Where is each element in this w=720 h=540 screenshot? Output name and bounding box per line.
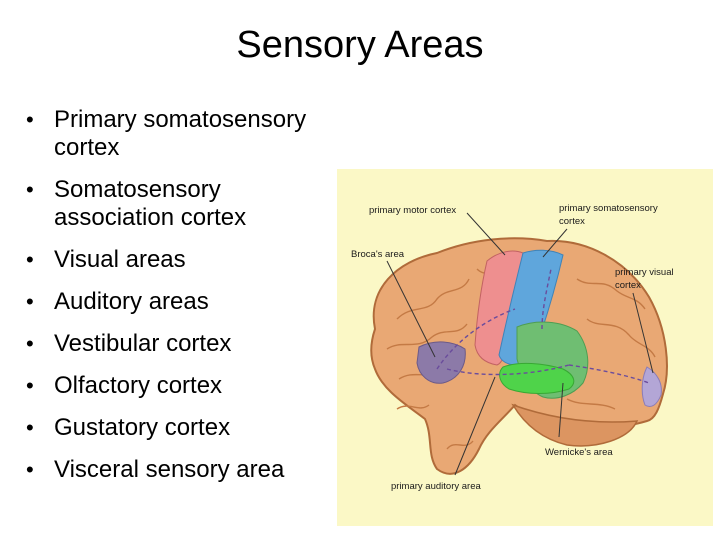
bullet-dot-icon: • bbox=[26, 415, 34, 440]
bullet-item: • Visual areas bbox=[22, 246, 342, 274]
bullet-item: • Somatosensory association cortex bbox=[22, 176, 342, 232]
bullet-dot-icon: • bbox=[26, 457, 34, 482]
bullet-dot-icon: • bbox=[26, 247, 34, 272]
label-primary-somatosensory-line1: primary somatosensory bbox=[559, 203, 658, 214]
bullet-item: • Gustatory cortex bbox=[22, 414, 342, 442]
brain-gyri bbox=[386, 268, 656, 450]
label-brocas-area: Broca's area bbox=[351, 249, 405, 260]
label-primary-visual-line2: cortex bbox=[615, 280, 641, 291]
label-primary-auditory-area: primary auditory area bbox=[391, 481, 481, 492]
bullet-item: • Auditory areas bbox=[22, 288, 342, 316]
bullet-text: Vestibular cortex bbox=[54, 330, 232, 357]
brain-illustration: primary motor cortex primary somatosenso… bbox=[351, 203, 674, 492]
auditory-area-region bbox=[499, 362, 575, 394]
bullet-text: Auditory areas bbox=[54, 288, 209, 315]
label-primary-motor-cortex: primary motor cortex bbox=[369, 205, 456, 216]
bullet-text: Visual areas bbox=[54, 246, 186, 273]
bullet-dot-icon: • bbox=[26, 107, 34, 132]
bullet-text: Somatosensory association cortex bbox=[54, 176, 247, 231]
label-primary-somatosensory-line2: cortex bbox=[559, 216, 585, 227]
bullet-text: Visceral sensory area bbox=[54, 456, 285, 483]
bullet-item: • Olfactory cortex bbox=[22, 372, 342, 400]
bullet-dot-icon: • bbox=[26, 331, 34, 356]
pathway-arrows bbox=[436, 268, 650, 384]
brain-diagram: primary motor cortex primary somatosenso… bbox=[337, 169, 713, 526]
bullet-dot-icon: • bbox=[26, 373, 34, 398]
label-primary-visual-line1: primary visual bbox=[615, 267, 674, 278]
bullet-dot-icon: • bbox=[26, 289, 34, 314]
bullet-item: • Primary somatosensory cortex bbox=[22, 106, 342, 162]
leader-lines bbox=[386, 212, 654, 476]
bullet-text: Gustatory cortex bbox=[54, 414, 231, 441]
bullet-item: • Visceral sensory area bbox=[22, 456, 342, 484]
slide-title: Sensory Areas bbox=[236, 24, 484, 66]
bullet-text: Primary somatosensory cortex bbox=[54, 106, 307, 161]
bullet-list: • Primary somatosensory cortex • Somatosen… bbox=[22, 106, 342, 498]
visual-cortex-region bbox=[641, 366, 662, 408]
bullet-item: • Vestibular cortex bbox=[22, 330, 342, 358]
label-wernickes-area: Wernicke's area bbox=[545, 447, 613, 458]
bullet-text: Olfactory cortex bbox=[54, 372, 223, 399]
bullet-dot-icon: • bbox=[26, 177, 34, 202]
